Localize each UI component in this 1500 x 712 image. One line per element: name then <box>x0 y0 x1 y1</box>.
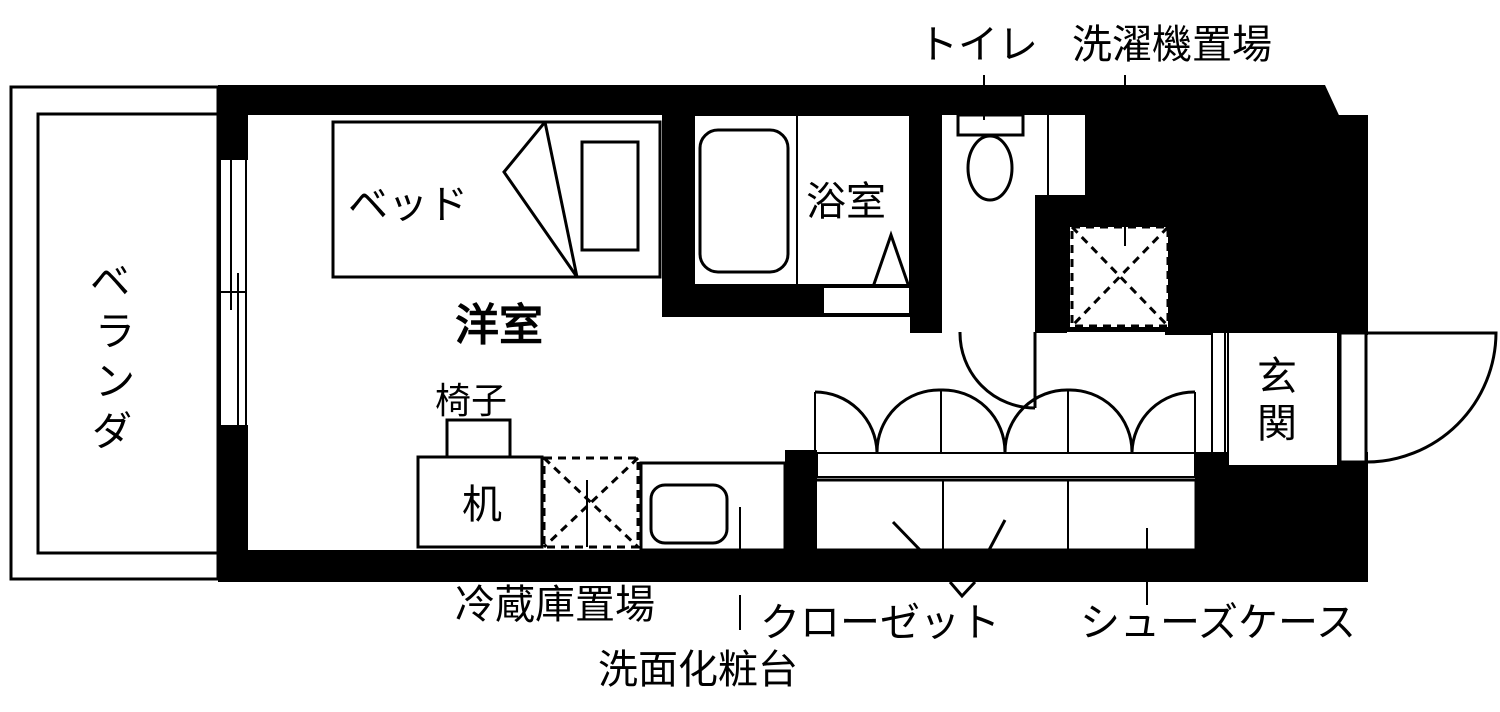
desk: 机 <box>416 455 544 549</box>
closet <box>813 452 1198 605</box>
entrance-door <box>1365 331 1498 464</box>
toilet-callout: トイレ <box>918 22 1038 68</box>
walls <box>218 85 1368 582</box>
chair-label: 椅子 <box>435 381 507 422</box>
bathroom: 浴室 <box>693 114 912 313</box>
veranda-label-4: ダ <box>92 409 132 455</box>
washing-machine-callout: 洗濯機置場 <box>1072 22 1272 68</box>
closet-callout: クローゼット <box>760 600 1000 646</box>
fridge-space <box>542 456 640 549</box>
toilet <box>942 75 1085 332</box>
vanity-callout: 洗面化粧台 <box>598 647 798 693</box>
bathroom-label: 浴室 <box>806 179 886 225</box>
veranda: ベ ラ ン ダ <box>9 85 220 581</box>
veranda-label-2: ラ <box>95 309 135 355</box>
window-left <box>219 160 247 425</box>
shoe-case-callout: シューズケース <box>1080 600 1356 646</box>
western-room-label: 洋室 <box>455 300 543 351</box>
washing-machine-space <box>1070 75 1170 328</box>
toilet-door <box>958 331 1037 410</box>
bed-label: ベッド <box>348 182 468 228</box>
veranda-label-1: ベ <box>90 259 130 305</box>
bed: ベッド <box>331 120 662 279</box>
vanity <box>639 461 787 552</box>
entrance-label-2: 関 <box>1257 401 1297 447</box>
closet-doors <box>814 388 1196 453</box>
fridge-callout: 冷蔵庫置場 <box>455 582 655 628</box>
entrance: 玄 関 <box>1211 331 1368 465</box>
veranda-label-3: ン <box>95 359 135 405</box>
desk-label: 机 <box>462 482 502 528</box>
chair: 椅子 <box>435 381 512 459</box>
entrance-label-1: 玄 <box>1257 354 1297 400</box>
